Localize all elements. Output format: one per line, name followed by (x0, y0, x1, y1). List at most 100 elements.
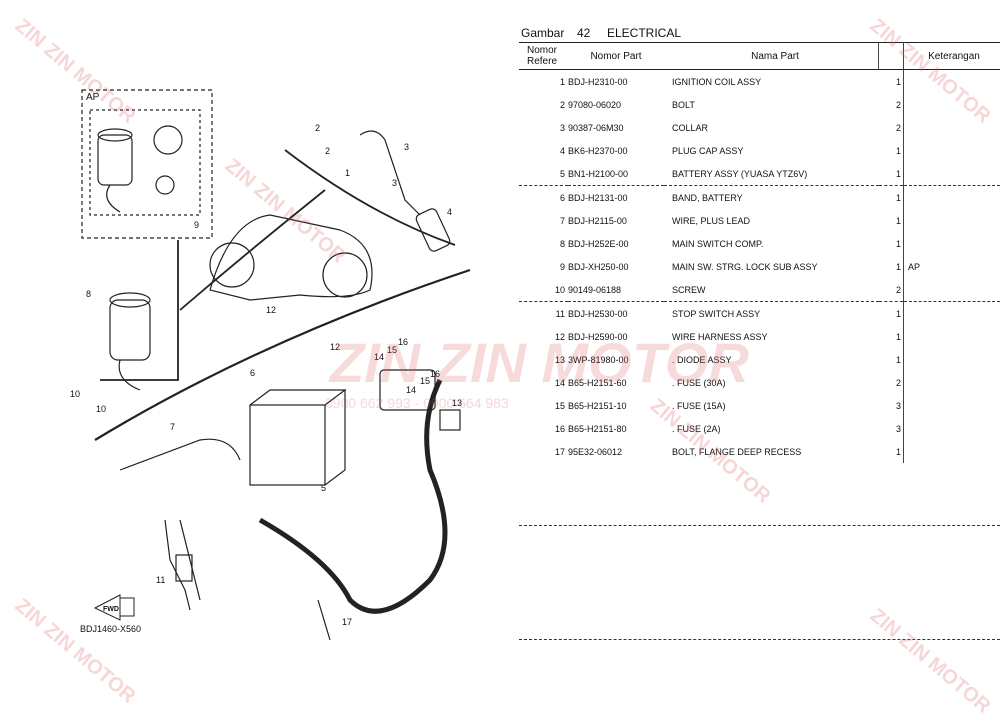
ref-cell: 3 (559, 122, 565, 133)
part-name-cell: SCREW (664, 278, 879, 302)
callout-10: 10 (70, 389, 80, 399)
qty-cell: 2 (878, 371, 904, 394)
callout-11: 11 (156, 575, 165, 585)
remark-cell (903, 69, 1000, 93)
remark-cell (903, 209, 1000, 232)
callout-3b: 3 (392, 178, 397, 188)
remark-cell (903, 185, 1000, 209)
qty-cell: 2 (878, 116, 904, 139)
callout-4: 4 (447, 207, 452, 217)
part-name-cell: WIRE, PLUS LEAD (672, 215, 751, 226)
callout-9: 9 (194, 220, 199, 230)
qty-cell: 1 (878, 255, 904, 278)
ref-cell: 16 (554, 423, 565, 434)
part-number-cell: BDJ-H2530-00 (568, 308, 628, 319)
qty-cell: 1 (878, 162, 904, 186)
callout-14b: 14 (406, 385, 416, 395)
part-number-cell: BDJ-XH250-00 (568, 261, 629, 272)
part-number-cell: BDJ-H252E-00 (568, 238, 629, 249)
remark-cell (903, 162, 1000, 186)
part-name-cell: COLLAR (672, 122, 709, 133)
part-number-cell: B65-H2151-10 (568, 400, 627, 411)
callout-14: 14 (374, 352, 384, 362)
part-name-cell: . FUSE (2A) (672, 423, 721, 434)
part-number-cell: BDJ-H2310-00 (568, 76, 628, 87)
callout-labels: 1 2 2 3 3 4 5 6 7 8 9 10 10 11 12 12 13 … (70, 123, 462, 627)
ref-cell: 8 (559, 238, 565, 249)
watermark-brand-small: ZIN ZIN MOTOR (865, 604, 995, 718)
remark-cell (903, 440, 1000, 463)
ref-cell: 1 (559, 76, 565, 87)
ref-cell: 14 (554, 377, 565, 388)
callout-13: 13 (452, 398, 462, 408)
callout-12b: 12 (330, 342, 340, 352)
qty-cell: 1 (878, 185, 904, 209)
callout-6: 6 (250, 368, 255, 378)
callout-8: 8 (86, 289, 91, 299)
page-title: ELECTRICAL (607, 26, 682, 40)
remark-cell (903, 116, 1000, 139)
part-number-cell: BDJ-H2131-00 (568, 192, 628, 203)
diagram-code: BDJ1460-X560 (80, 624, 141, 634)
remark-cell: AP (903, 255, 1000, 278)
remark-cell (903, 325, 1000, 348)
col-qty (878, 42, 904, 70)
part-number-cell: 97080-06020 (568, 99, 622, 110)
gambar-label: Gambar (521, 26, 565, 40)
qty-cell: 2 (878, 93, 904, 116)
ref-cell: 4 (559, 145, 565, 156)
callout-15b: 15 (420, 376, 430, 386)
ref-cell: 15 (554, 400, 565, 411)
qty-cell: 1 (878, 325, 904, 348)
watermark-brand: ZIN ZIN MOTOR (330, 331, 749, 394)
callout-5: 5 (321, 483, 326, 493)
part-name-cell: MAIN SWITCH COMP. (672, 238, 764, 249)
parts-table: Nomor Refere Nomor Part Nama Part Ketera… (519, 42, 1000, 463)
part-number-cell: 95E32-06012 (568, 446, 623, 457)
remark-cell (903, 348, 1000, 371)
part-number-cell: 90149-06188 (568, 278, 664, 302)
col-ref: Nomor Refere (519, 42, 568, 70)
col-part-name: Nama Part (664, 42, 879, 70)
callout-1: 1 (345, 168, 350, 178)
part-name-cell: IGNITION COIL ASSY (672, 76, 762, 87)
remark-cell (903, 232, 1000, 255)
part-name-cell: BATTERY ASSY (YUASA YTZ6V) (664, 162, 879, 186)
ref-cell: 7 (559, 215, 565, 226)
part-name-cell: BOLT, FLANGE DEEP RECESS (672, 446, 802, 457)
ref-cell: 12 (554, 331, 565, 342)
qty-cell: 1 (878, 348, 904, 371)
ref-cell: 13 (554, 354, 565, 365)
part-name-cell: STOP SWITCH ASSY (672, 308, 761, 319)
gambar-number: 42 (577, 26, 591, 40)
watermark-phone: 0900 662 993 - 0900 664 983 (325, 395, 509, 411)
part-number-cell: BDJ-H2590-00 (568, 331, 628, 342)
separator (519, 525, 1000, 526)
ref-cell: 5 (519, 162, 568, 186)
part-number-cell: B65-H2151-60 (568, 377, 627, 388)
callout-10b: 10 (96, 404, 106, 414)
part-name-cell: . DIODE ASSY (672, 354, 732, 365)
part-number-cell: 90387-06M30 (568, 122, 624, 133)
ap-box (81, 89, 213, 239)
part-number-cell: 3WP-81980-00 (568, 354, 629, 365)
qty-cell: 1 (878, 139, 904, 162)
qty-cell: 1 (878, 440, 904, 463)
qty-cell: 1 (878, 69, 904, 93)
ref-cell: 11 (555, 308, 565, 319)
callout-3: 3 (404, 142, 409, 152)
part-name-cell: BOLT (672, 99, 695, 110)
qty-cell: 1 (878, 301, 904, 325)
ref-cell: 9 (559, 261, 565, 272)
ref-cell: 6 (559, 192, 565, 203)
